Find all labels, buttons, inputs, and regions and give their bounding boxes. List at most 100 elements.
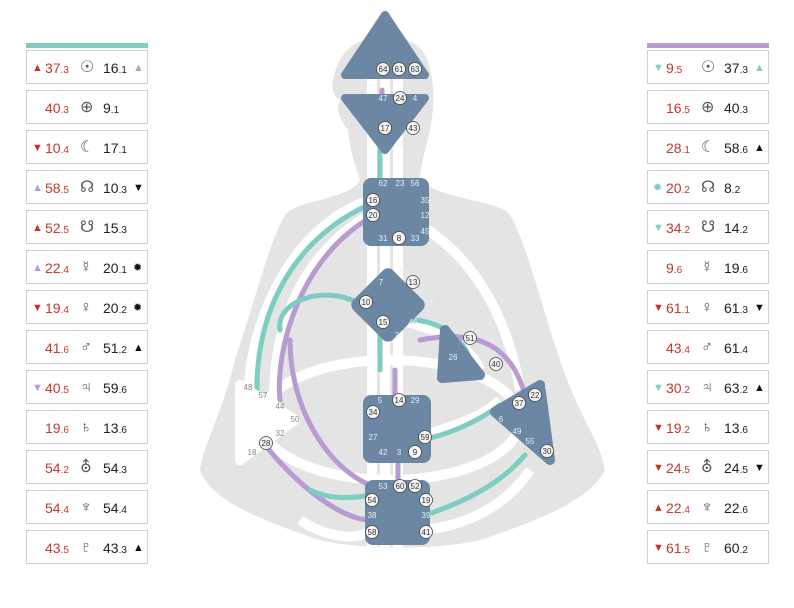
gate-31: 31	[379, 234, 388, 243]
right-planet-row: ▼61.1♀61.3▼	[647, 290, 769, 324]
activation-marker-icon: ▲	[32, 62, 43, 74]
gate-48: 48	[244, 383, 253, 392]
planet-icon: ♃	[701, 379, 713, 396]
g-center	[351, 268, 425, 342]
design-gate: 9.6	[666, 260, 683, 276]
gate-37-active	[512, 396, 526, 410]
planet-icon: ☉	[80, 59, 95, 76]
fixation-icon: ▲	[754, 382, 765, 394]
personality-gate: 8.2	[724, 180, 741, 196]
planet-icon: ☊	[80, 179, 95, 196]
throat-center	[363, 178, 429, 246]
gate-16: 16	[369, 196, 378, 205]
design-gate: 19.2	[666, 420, 690, 436]
design-gate: 43.5	[45, 540, 69, 556]
gate-47: 47	[379, 94, 388, 103]
personality-gate: 22.6	[724, 500, 748, 516]
right-planet-row: ▼34.2☋14.2	[647, 210, 769, 244]
right-planet-row: 16.5⊕40.3	[647, 90, 769, 124]
gate-11: 11	[396, 139, 405, 148]
planet-icon: ⊕	[701, 99, 715, 116]
planet-icon: ☉	[701, 59, 716, 76]
gate-10-active	[359, 295, 373, 309]
gate-17-active	[378, 121, 392, 135]
gate-24-active	[393, 91, 407, 105]
activation-marker-icon: ▼	[653, 222, 664, 234]
gate-53: 53	[379, 482, 388, 491]
design-gate: 37.3	[45, 60, 69, 76]
gate-21: 21	[477, 325, 486, 334]
gate-23: 23	[396, 179, 405, 188]
right-planet-row: ✹20.2☊8.2	[647, 170, 769, 204]
design-gate: 54.2	[45, 460, 69, 476]
design-gate: 54.4	[45, 500, 69, 516]
design-gate: 41.6	[45, 340, 69, 356]
activation-marker-icon: ▲	[32, 222, 43, 234]
right-planet-row: 43.4♂61.4	[647, 330, 769, 364]
personality-gate: 13.6	[724, 420, 748, 436]
planet-icon: ♀	[80, 299, 92, 316]
gate-28-active	[259, 436, 273, 450]
planet-icon: ☾	[80, 139, 95, 156]
gate-2: 2	[395, 331, 400, 340]
personality-gate: 16.1	[103, 60, 127, 76]
gate-62: 62	[379, 179, 388, 188]
gate-30-active	[540, 444, 554, 458]
personality-gate: 43.3	[103, 540, 127, 556]
fixation-icon: ▼	[754, 302, 765, 314]
gate-51-active	[463, 331, 477, 345]
activation-marker-icon: ▼	[653, 462, 664, 474]
planet-icon: ♆	[80, 499, 92, 516]
gate-50: 50	[291, 415, 300, 424]
gate-63-active	[408, 62, 422, 76]
gate-9-active	[408, 445, 422, 459]
planet-icon: ☊	[701, 179, 716, 196]
right-planet-row: ▲22.4♆22.6	[647, 490, 769, 524]
gate-64-active	[376, 62, 390, 76]
personality-gate: 63.2	[724, 380, 748, 396]
gate-4: 4	[413, 94, 418, 103]
left-planet-row: ▼19.4♀20.2✹	[26, 290, 148, 324]
activation-marker-icon: ✹	[653, 182, 663, 194]
fixation-icon: ▲	[133, 62, 144, 74]
left-planet-row: ▲58.5☊10.3▼	[26, 170, 148, 204]
planet-icon: ♆	[701, 499, 713, 516]
right-planet-row: 9.6☿19.6	[647, 250, 769, 284]
gate-19: 19	[422, 496, 431, 505]
design-gate: 9.5	[666, 60, 683, 76]
gate-36: 36	[545, 382, 554, 391]
personality-gate: 20.2	[103, 300, 127, 316]
personality-gate: 15.3	[103, 220, 127, 236]
planet-icon: ☋	[80, 219, 95, 236]
gate-3: 3	[397, 448, 402, 457]
planet-icon: ♇	[80, 539, 92, 556]
gate-56: 56	[411, 179, 420, 188]
gate-30: 30	[543, 447, 552, 456]
gate-58-active	[365, 525, 379, 539]
gate-42: 42	[379, 448, 388, 457]
personality-gate: 51.2	[103, 340, 127, 356]
gate-10: 10	[362, 298, 371, 307]
fixation-icon: ▲	[133, 342, 144, 354]
right-planet-row: ▼30.2♃63.2▲	[647, 370, 769, 404]
design-gate: 22.4	[45, 260, 69, 276]
gate-17: 17	[381, 124, 390, 133]
activation-marker-icon: ▲	[32, 182, 43, 194]
planet-icon: ⊕	[80, 99, 94, 116]
gate-46: 46	[409, 318, 418, 327]
gate-63: 63	[411, 65, 420, 74]
gate-49: 49	[513, 427, 522, 436]
planet-icon: ⛢	[701, 459, 713, 476]
gate-60: 60	[396, 482, 405, 491]
personality-gate: 61.4	[724, 340, 748, 356]
fixation-icon: ▲	[754, 142, 765, 154]
gate-39: 39	[422, 511, 431, 520]
left-planet-row: ▼10.4☾17.1	[26, 130, 148, 164]
gate-45: 45	[421, 227, 430, 236]
design-gate: 40.3	[45, 100, 69, 116]
gate-57: 57	[259, 391, 268, 400]
gate-32: 32	[276, 429, 285, 438]
gate-59-active	[418, 430, 432, 444]
